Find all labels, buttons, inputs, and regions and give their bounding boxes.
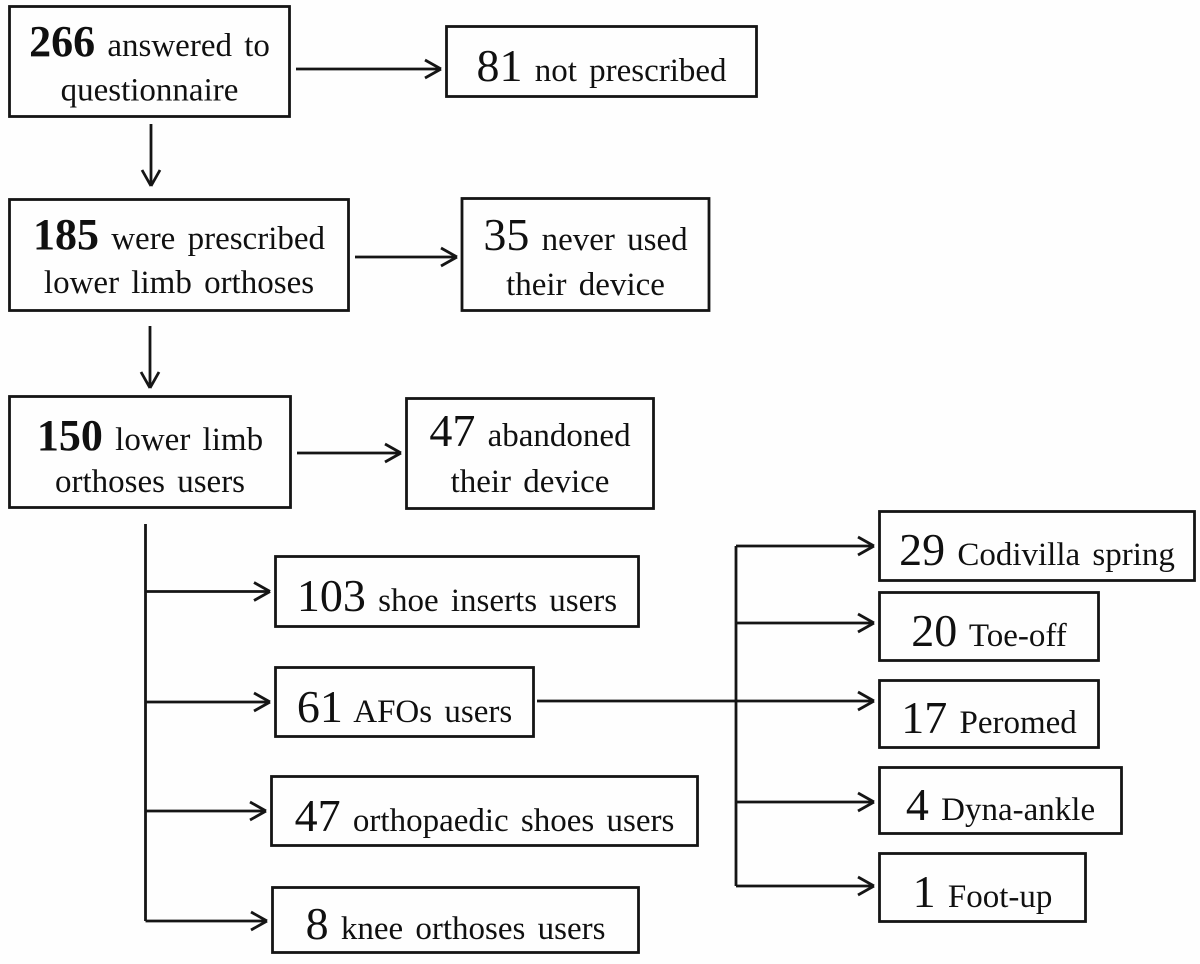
svg-text:lower limb orthoses: lower limb orthoses [44,265,314,301]
svg-text:orthoses users: orthoses users [55,464,245,500]
svg-text:17 Peromed: 17 Peromed [901,692,1077,743]
svg-text:47 orthopaedic shoes users: 47 orthopaedic shoes users [295,790,675,841]
svg-text:35 never used: 35 never used [483,209,688,260]
svg-text:61 AFOs users: 61 AFOs users [297,681,512,732]
svg-text:81 not prescribed: 81 not prescribed [476,40,727,91]
svg-text:185 were prescribed: 185 were prescribed [33,210,326,259]
svg-text:20 Toe-off: 20 Toe-off [911,605,1067,656]
svg-text:their device: their device [451,464,610,500]
svg-text:questionnaire: questionnaire [61,73,239,109]
svg-text:103 shoe inserts users: 103 shoe inserts users [297,570,617,621]
svg-text:29 Codivilla spring: 29 Codivilla spring [899,524,1175,575]
svg-text:1 Foot-up: 1 Foot-up [913,866,1053,917]
svg-text:8 knee orthoses users: 8 knee orthoses users [306,898,606,949]
svg-text:4 Dyna-ankle: 4 Dyna-ankle [906,779,1095,830]
svg-text:266 answered to: 266 answered to [29,17,270,66]
svg-text:150 lower limb: 150 lower limb [37,411,263,460]
svg-text:their device: their device [506,267,665,303]
svg-text:47 abandoned: 47 abandoned [429,405,631,456]
